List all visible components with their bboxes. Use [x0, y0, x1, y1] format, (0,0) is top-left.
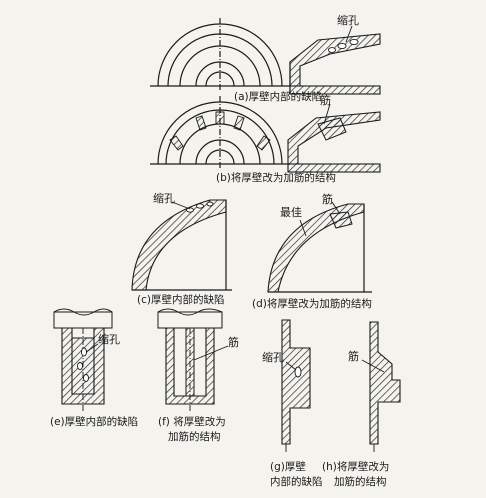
figure-c: 缩孔 (c)厚壁内部的缺陷 — [131, 192, 232, 306]
figure-g-shrinkage-label: 缩孔 — [262, 351, 284, 364]
figure-b-caption: (b)将厚壁改为加筋的结构 — [216, 171, 336, 184]
figure-h-rib-label: 筋 — [348, 349, 359, 363]
figure-e-shrinkage-label: 缩孔 — [98, 333, 120, 346]
figure-b-ribbed-view — [150, 96, 290, 170]
figure-e-caption: (e)厚壁内部的缺陷 — [50, 415, 138, 428]
figure-a-shrinkage-label: 缩孔 — [337, 14, 359, 27]
figure-h: 筋 (h)将厚壁改为 加筋的结构 — [322, 321, 401, 488]
figure-g-caption-line2: 内部的缺陷 — [270, 475, 323, 488]
figure-c-shrinkage-label: 缩孔 — [153, 192, 175, 205]
figure-f: 筋 (f) 将厚壁改为 加筋的结构 — [157, 308, 239, 443]
figure-g: 缩孔 (g)厚壁 内部的缺陷 — [262, 319, 323, 488]
figure-b-ribs — [169, 111, 271, 151]
figure-f-rib-label: 筋 — [228, 335, 239, 349]
figure-b-section-view — [287, 103, 381, 173]
figure-d-rib-label: 筋 — [322, 192, 333, 206]
figure-c-caption: (c)厚壁内部的缺陷 — [137, 293, 224, 306]
figure-d: 筋 最佳 (d)将厚壁改为加筋的结构 — [252, 192, 372, 310]
figure-a-section-view — [289, 25, 381, 95]
figure-h-caption-line2: 加筋的结构 — [334, 475, 387, 488]
figure-b: 筋 (b)将厚壁改为加筋的结构 — [150, 93, 381, 184]
figure-a-semicircle-view — [150, 18, 290, 92]
figure-b-rib-label: 筋 — [320, 93, 331, 107]
figure-f-caption-line2: 加筋的结构 — [168, 430, 221, 443]
figure-c-shrinkage-voids — [186, 201, 214, 213]
figure-a-caption: (a)厚壁内部的缺陷 — [234, 90, 322, 103]
figure-e: 缩孔 (e)厚壁内部的缺陷 — [50, 308, 138, 428]
figure-g-caption-line1: (g)厚壁 — [270, 460, 306, 473]
figure-d-caption: (d)将厚壁改为加筋的结构 — [252, 297, 372, 310]
figure-f-caption-line1: (f) 将厚壁改为 — [158, 415, 226, 428]
figure-d-best-label: 最佳 — [280, 205, 302, 219]
figure-a: 缩孔 (a)厚壁内部的缺陷 — [150, 14, 381, 103]
figure-h-caption-line1: (h)将厚壁改为 — [322, 460, 389, 473]
